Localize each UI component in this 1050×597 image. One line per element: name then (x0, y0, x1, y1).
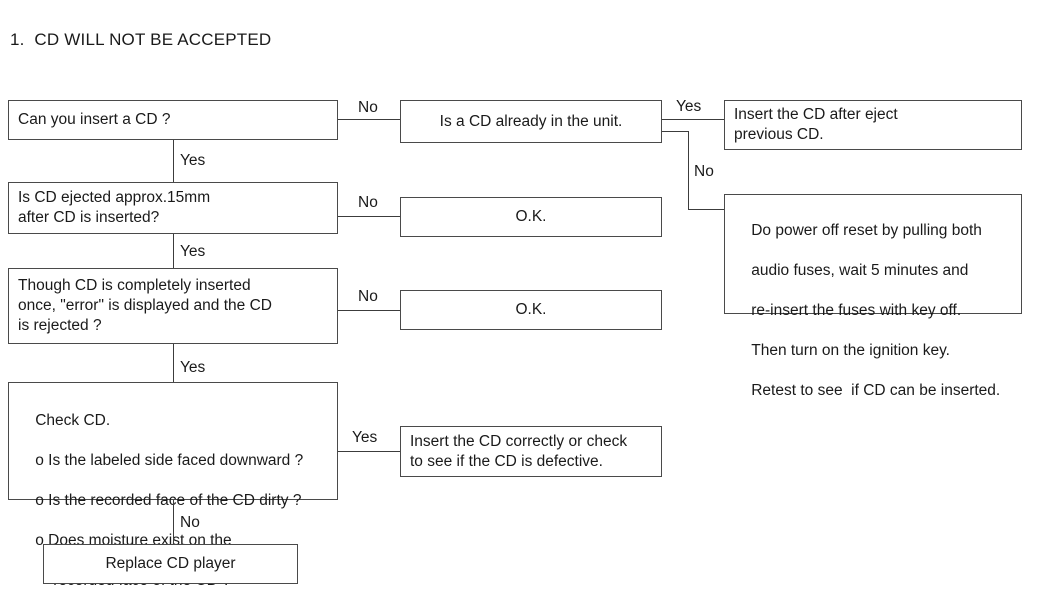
node-power-off-reset-line-3: re-insert the fuses with key off. (751, 302, 962, 319)
edge-already-no-segment-2 (688, 131, 689, 210)
edge-check-no (173, 500, 174, 544)
node-insert-after-eject-line-1: Insert the CD after eject (734, 106, 898, 123)
node-power-off-reset[interactable]: Do power off reset by pulling both audio… (724, 194, 1022, 399)
node-cd-ejected-15mm[interactable]: Is CD ejected approx.15mm after CD is in… (8, 182, 338, 234)
node-power-off-reset-line-1: Do power off reset by pulling both (751, 222, 982, 239)
node-insert-correctly-line-1: Insert the CD correctly or check (410, 432, 628, 450)
page-title: 1. CD WILL NOT BE ACCEPTED (10, 30, 272, 49)
edge-label-ejected-yes: Yes (180, 243, 206, 260)
edge-already-no-segment-3 (688, 209, 724, 210)
node-ok-1[interactable]: O.K. (400, 197, 662, 237)
edge-label-error-no: No (358, 288, 378, 305)
edge-check-yes (338, 451, 400, 452)
node-can-insert-cd[interactable]: Can you insert a CD ? (8, 100, 338, 140)
node-insert-correctly[interactable]: Insert the CD correctly or check to see … (400, 426, 662, 477)
node-cd-already-in-unit-text: Is a CD already in the unit. (439, 112, 623, 130)
edge-can-insert-no (338, 119, 400, 120)
node-ok-2[interactable]: O.K. (400, 290, 662, 330)
edge-already-yes (662, 119, 724, 120)
node-error-displayed[interactable]: Though CD is completely inserted once, "… (8, 268, 338, 344)
edge-error-no (338, 310, 400, 311)
node-check-cd-line-2: o Is the labeled side faced downward ? (35, 452, 304, 469)
node-insert-correctly-line-2: to see if the CD is defective. (410, 452, 603, 470)
node-replace-cd-player-text: Replace CD player (105, 555, 236, 572)
node-check-cd[interactable]: Check CD. o Is the labeled side faced do… (8, 382, 338, 589)
edge-can-insert-yes (173, 140, 174, 182)
node-error-displayed-line-2: once, "error" is displayed and the CD (18, 297, 272, 314)
node-cd-already-in-unit[interactable]: Is a CD already in the unit. (400, 100, 662, 143)
edge-label-can-insert-yes: Yes (180, 152, 206, 169)
node-power-off-reset-line-2: audio fuses, wait 5 minutes and (751, 262, 969, 279)
node-cd-ejected-15mm-line-2: after CD is inserted? (18, 209, 160, 226)
node-power-off-reset-line-5: Retest to see if CD can be inserted. (751, 382, 1001, 399)
node-ok-1-text: O.K. (515, 208, 547, 225)
edge-label-check-yes: Yes (352, 429, 378, 446)
node-insert-after-eject-line-2: previous CD. (734, 126, 824, 143)
node-cd-ejected-15mm-line-1: Is CD ejected approx.15mm (18, 189, 211, 206)
node-power-off-reset-line-4: Then turn on the ignition key. (751, 342, 950, 359)
edge-label-ejected-no: No (358, 194, 378, 211)
edge-label-error-yes: Yes (180, 359, 206, 376)
edge-label-already-no: No (694, 163, 714, 180)
edge-label-check-no: No (180, 514, 200, 531)
edge-label-can-insert-no: No (358, 99, 378, 116)
node-replace-cd-player[interactable]: Replace CD player (43, 544, 298, 584)
node-check-cd-line-3: o Is the recorded face of the CD dirty ? (35, 492, 302, 509)
edge-error-yes (173, 344, 174, 382)
edge-label-already-yes: Yes (676, 98, 702, 115)
node-error-displayed-line-3: is rejected ? (18, 317, 102, 334)
edge-already-no-segment-1 (662, 131, 689, 132)
node-insert-after-eject[interactable]: Insert the CD after eject previous CD. (724, 100, 1022, 150)
node-check-cd-line-1: Check CD. (35, 412, 111, 429)
edge-ejected-yes (173, 234, 174, 268)
node-error-displayed-line-1: Though CD is completely inserted (18, 277, 251, 294)
node-can-insert-cd-text: Can you insert a CD ? (18, 111, 171, 128)
node-ok-2-text: O.K. (515, 301, 547, 318)
edge-ejected-no (338, 216, 400, 217)
